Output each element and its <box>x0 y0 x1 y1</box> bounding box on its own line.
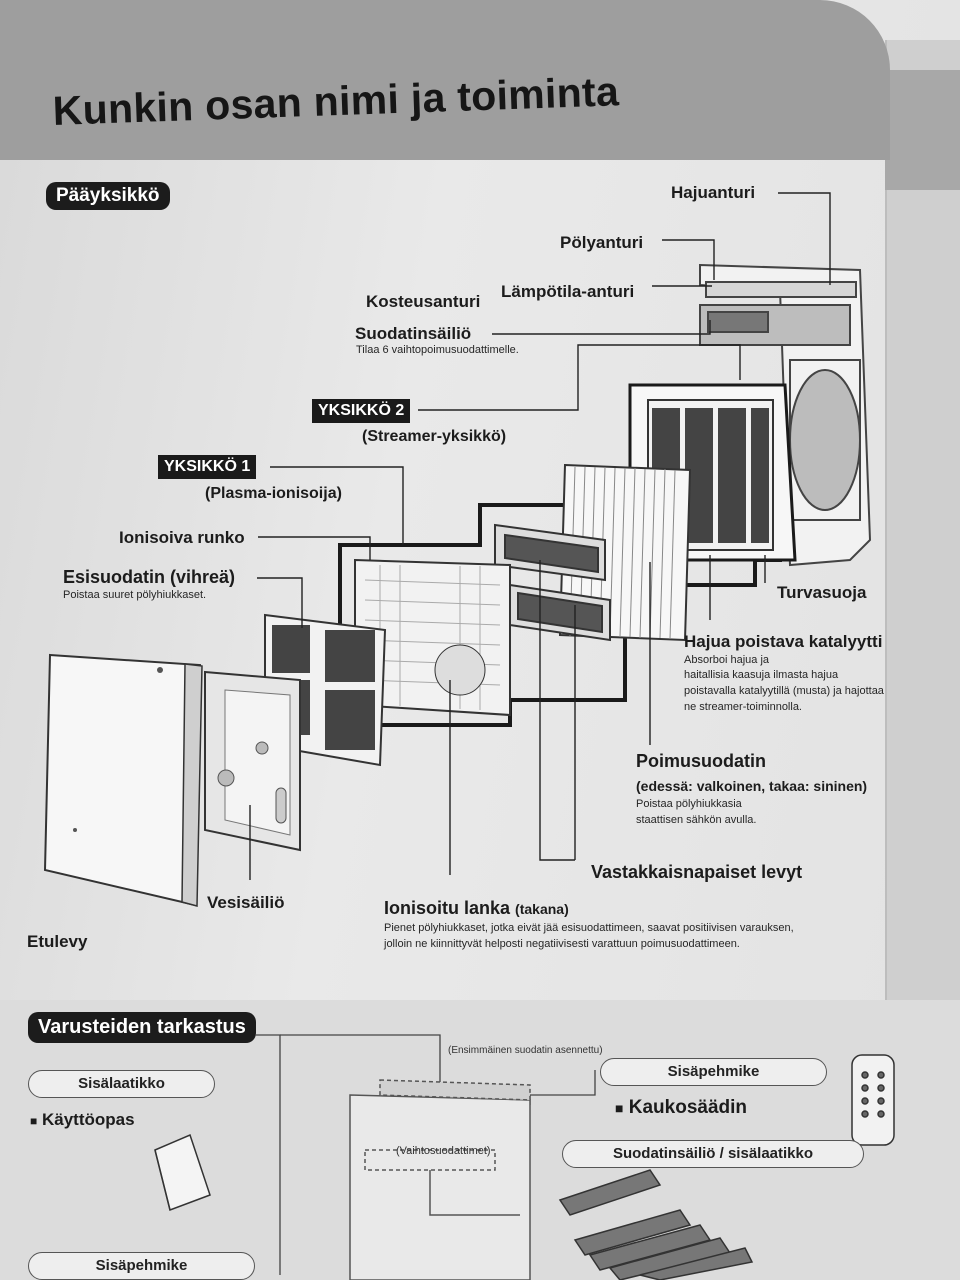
ionizing-frame-illustration <box>354 558 511 717</box>
label-lampotila-anturi: Lämpötila-anturi <box>501 282 635 301</box>
label-suodatinsailio: Suodatinsäiliö <box>355 324 472 343</box>
label-hajua-sub-3: poistavalla katalyytillä (musta) ja hajo… <box>684 685 884 697</box>
label-vastakkaisnapaiset-levyt: Vastakkaisnapaiset levyt <box>591 862 803 882</box>
section-badge-accessories: Varusteiden tarkastus <box>28 1012 256 1043</box>
accessory-kayttoopas: ■ Käyttöopas <box>30 1110 135 1129</box>
water-tank-illustration <box>204 670 301 852</box>
accessory-suodatinsailio-sisalaatikko: Suodatinsäiliö / sisälaatikko <box>562 1140 864 1168</box>
label-poimusuodatin-colors: (edessä: valkoinen, takaa: sininen) <box>636 778 868 794</box>
label-esisuodatin: Esisuodatin (vihreä) <box>63 567 236 587</box>
label-esisuodatin-sub: Poistaa suuret pölyhiukkaset. <box>63 589 207 601</box>
manual-booklet-illustration <box>154 1133 211 1211</box>
label-turvasuoja: Turvasuoja <box>777 583 867 602</box>
label-polyanturi: Pölyanturi <box>560 233 644 252</box>
box-illustration <box>349 1079 531 1280</box>
label-yksikko-1: YKSIKKÖ 1 <box>158 455 257 479</box>
accessory-vaihtosuodattimet: (Vaihtosuodattimet) <box>396 1145 491 1157</box>
label-ionisoitu-sub-1: Pienet pölyhiukkaset, jotka eivät jää es… <box>384 922 794 934</box>
section-badge-main-unit: Pääyksikkö <box>46 182 170 210</box>
label-vesisailio: Vesisäiliö <box>207 893 285 912</box>
exploded-diagram <box>43 192 872 907</box>
label-ionisoitu-sub-2: jolloin ne kiinnittyvät helposti negatii… <box>384 938 740 950</box>
accessory-sisapehmike-2: Sisäpehmike <box>28 1252 255 1280</box>
label-etulevy: Etulevy <box>27 932 88 951</box>
front-panel-illustration <box>43 653 203 907</box>
accessory-kaukosaadin: ■ Kaukosäädin <box>615 1097 748 1118</box>
accessory-sisalaatikko: Sisälaatikko <box>28 1070 215 1098</box>
label-streamer-yksikko: (Streamer-yksikkö) <box>362 428 507 445</box>
label-hajua-poistava-katalyytti: Hajua poistava katalyytti <box>684 632 883 651</box>
label-suodatinsailio-sub: Tilaa 6 vaihtopoimusuodattimelle. <box>356 344 519 356</box>
adjacent-page-band <box>885 70 960 190</box>
label-ionisoitu-lanka: Ionisoitu lanka (takana) <box>384 898 569 919</box>
label-kosteusanturi: Kosteusanturi <box>366 292 481 311</box>
accessory-ensimmainen-suodatin: (Ensimmäinen suodatin asennettu) <box>448 1045 603 1056</box>
label-ionisoitu-lanka-main: Ionisoitu lanka <box>384 898 511 918</box>
label-ionisoitu-lanka-tail: (takana) <box>515 901 569 917</box>
pleated-filter-illustration <box>558 463 692 642</box>
label-ionisoiva-runko: Ionisoiva runko <box>119 528 245 547</box>
label-poimu-sub-2: staattisen sähkön avulla. <box>636 814 757 826</box>
label-yksikko-2: YKSIKKÖ 2 <box>312 399 411 423</box>
label-hajua-sub-1: Absorboi hajua ja <box>684 654 770 666</box>
leader-lines <box>249 192 831 880</box>
accessory-kayttoopas-label: Käyttöopas <box>41 1110 135 1129</box>
header-band <box>0 0 890 160</box>
accessory-sisapehmike: Sisäpehmike <box>600 1058 827 1086</box>
opposite-plates-illustration <box>494 523 611 642</box>
accessory-kaukosaadin-label: Kaukosäädin <box>628 1097 748 1118</box>
label-hajuanturi: Hajuanturi <box>671 183 756 202</box>
label-poimu-sub-1: Poistaa pölyhiukkasia <box>636 798 742 810</box>
replacement-filters-illustration <box>558 1169 754 1280</box>
label-hajua-sub-2: haitallisia kaasuja ilmasta hajua <box>684 669 839 681</box>
remote-control-illustration <box>851 1054 895 1146</box>
label-plasma-ionisoija: (Plasma-ionisoija) <box>205 485 342 502</box>
label-hajua-sub-4: ne streamer-toiminnolla. <box>684 701 802 713</box>
label-poimusuodatin: Poimusuodatin <box>636 751 766 771</box>
